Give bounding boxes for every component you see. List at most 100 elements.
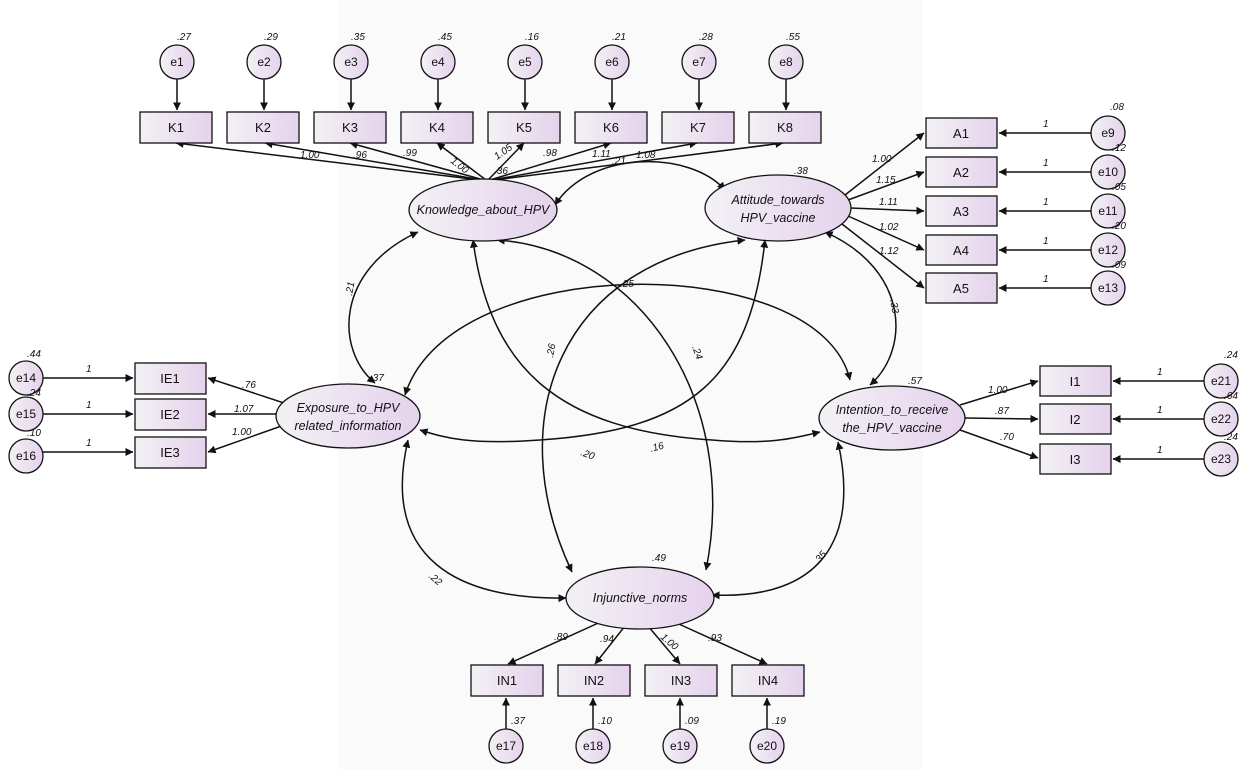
loading-arrow-ie3 (207, 422, 291, 454)
indicator-a4: A4 1 e12 .20 (925, 221, 1126, 268)
loading-label-in4: .93 (708, 633, 722, 644)
indicator-box-k5 (487, 111, 561, 144)
loading-label-i3: .70 (1000, 432, 1014, 443)
loading-arrow-k7 (491, 140, 698, 181)
indicator-ie2: IE2 1 e15 .24 (8, 388, 207, 432)
indicator-label-k6: K6 (603, 120, 619, 135)
error-label-e18: e18 (583, 739, 603, 753)
cov-norms-intention (711, 441, 845, 600)
indicator-i2: I2 1 e22 .64 (1039, 391, 1239, 437)
loading-arrow-k5 (487, 142, 525, 181)
indicator-k1: e1 .27 K1 (139, 32, 213, 144)
latent-label-intention-1: Intention_to_receive (836, 403, 949, 417)
path-label-a2: 1 (1043, 158, 1049, 169)
loading-arrow-in4 (669, 619, 768, 665)
error-variance-e3: .35 (351, 32, 365, 43)
loading-label-in1: .89 (554, 632, 568, 643)
cov-exposure-norms (401, 439, 567, 603)
error-circle-e5 (507, 44, 543, 80)
indicator-box-k2 (226, 111, 300, 144)
error-variance-e23: .24 (1224, 432, 1238, 443)
error-circle-e13 (1090, 270, 1126, 306)
indicator-label-k1: K1 (168, 120, 184, 135)
cov-attitude-intention (824, 231, 897, 386)
indicator-box-in3 (644, 664, 718, 697)
loading-arrow-a1 (844, 132, 925, 196)
error-circle-e14 (8, 360, 44, 396)
indicator-label-a1: A1 (953, 126, 969, 141)
latent-label-knowledge: Knowledge_about_HPV (417, 203, 551, 217)
indicator-box-a2 (925, 156, 998, 188)
loading-label-k6: .98 (543, 148, 557, 159)
error-circle-e21 (1203, 363, 1239, 399)
error-variance-e12: .20 (1112, 221, 1126, 232)
indicator-k2: e2 .29 K2 (226, 32, 300, 144)
path-label-a5: 1 (1043, 274, 1049, 285)
indicator-label-k4: K4 (429, 120, 445, 135)
loading-label-k7: 1.11 (592, 149, 611, 160)
indicator-k8: e8 .55 K8 (748, 32, 822, 144)
cov-label-k-n: .24 (689, 344, 704, 361)
latent-ellipse-knowledge (408, 178, 558, 242)
loading-arrow-a2 (847, 170, 925, 201)
error-label-e7: e7 (692, 55, 706, 69)
loading-arrow-i3 (959, 429, 1039, 460)
indicator-label-i2: I2 (1070, 412, 1081, 427)
knowledge-extra-label: .36 (494, 166, 508, 177)
error-label-e14: e14 (16, 371, 36, 385)
indicator-k6: e6 .21 K6 (574, 32, 648, 144)
loading-arrow-a3 (849, 206, 925, 215)
error-circle-e2 (246, 44, 282, 80)
loading-arrow-in1 (507, 619, 606, 665)
loading-arrow-in3 (647, 625, 681, 665)
loading-label-k3: .99 (403, 148, 417, 159)
error-label-e21: e21 (1211, 374, 1231, 388)
loading-arrow-k1 (175, 139, 481, 181)
latent-knowledge: Knowledge_about_HPV (408, 178, 558, 242)
indicator-box-ie1 (134, 362, 207, 395)
indicator-label-a5: A5 (953, 281, 969, 296)
cov-label-a-e: .26 (545, 342, 558, 358)
error-variance-e19: .09 (685, 716, 699, 727)
indicator-label-a4: A4 (953, 243, 969, 258)
indicator-ie3: IE3 1 e16 .10 (8, 428, 207, 474)
error-label-e6: e6 (605, 55, 619, 69)
error-label-e23: e23 (1211, 452, 1231, 466)
indicator-label-a2: A2 (953, 165, 969, 180)
error-label-e10: e10 (1098, 165, 1118, 179)
path-label-i3: 1 (1157, 445, 1163, 456)
error-circle-e19 (662, 728, 698, 764)
path-label-a3: 1 (1043, 197, 1049, 208)
indicator-box-in1 (470, 664, 544, 697)
latent-variance-intention: .57 (908, 376, 922, 387)
error-label-e22: e22 (1211, 412, 1231, 426)
indicator-box-i1 (1039, 365, 1112, 397)
error-label-e3: e3 (344, 55, 358, 69)
error-variance-e4: .45 (438, 32, 452, 43)
indicator-box-i3 (1039, 443, 1112, 475)
error-label-e5: e5 (518, 55, 532, 69)
indicator-box-ie2 (134, 398, 207, 431)
error-circle-e12 (1090, 232, 1126, 268)
error-variance-e5: .16 (525, 32, 539, 43)
indicator-label-k2: K2 (255, 120, 271, 135)
latent-ellipse-attitude (704, 174, 852, 242)
indicator-label-k5: K5 (516, 120, 532, 135)
indicator-box-k6 (574, 111, 648, 144)
indicator-label-ie3: IE3 (160, 445, 180, 460)
error-circle-e6 (594, 44, 630, 80)
indicator-box-a5 (925, 272, 998, 304)
latent-variance-attitude: .38 (794, 166, 808, 177)
error-label-e12: e12 (1098, 243, 1118, 257)
indicator-in3: IN3 e19 .09 (644, 664, 718, 764)
error-variance-e16: .10 (27, 428, 41, 439)
error-variance-e11: .05 (1112, 182, 1126, 193)
error-variance-e10: .12 (1112, 143, 1126, 154)
error-circle-e15 (8, 396, 44, 432)
loading-label-a2: 1.15 (876, 175, 896, 186)
loading-label-a4: 1.02 (879, 222, 899, 233)
indicator-box-i2 (1039, 403, 1112, 435)
loading-label-i1: 1.00 (988, 385, 1008, 396)
indicator-label-k7: K7 (690, 120, 706, 135)
indicator-ie1: IE1 1 e14 .44 (8, 349, 207, 396)
